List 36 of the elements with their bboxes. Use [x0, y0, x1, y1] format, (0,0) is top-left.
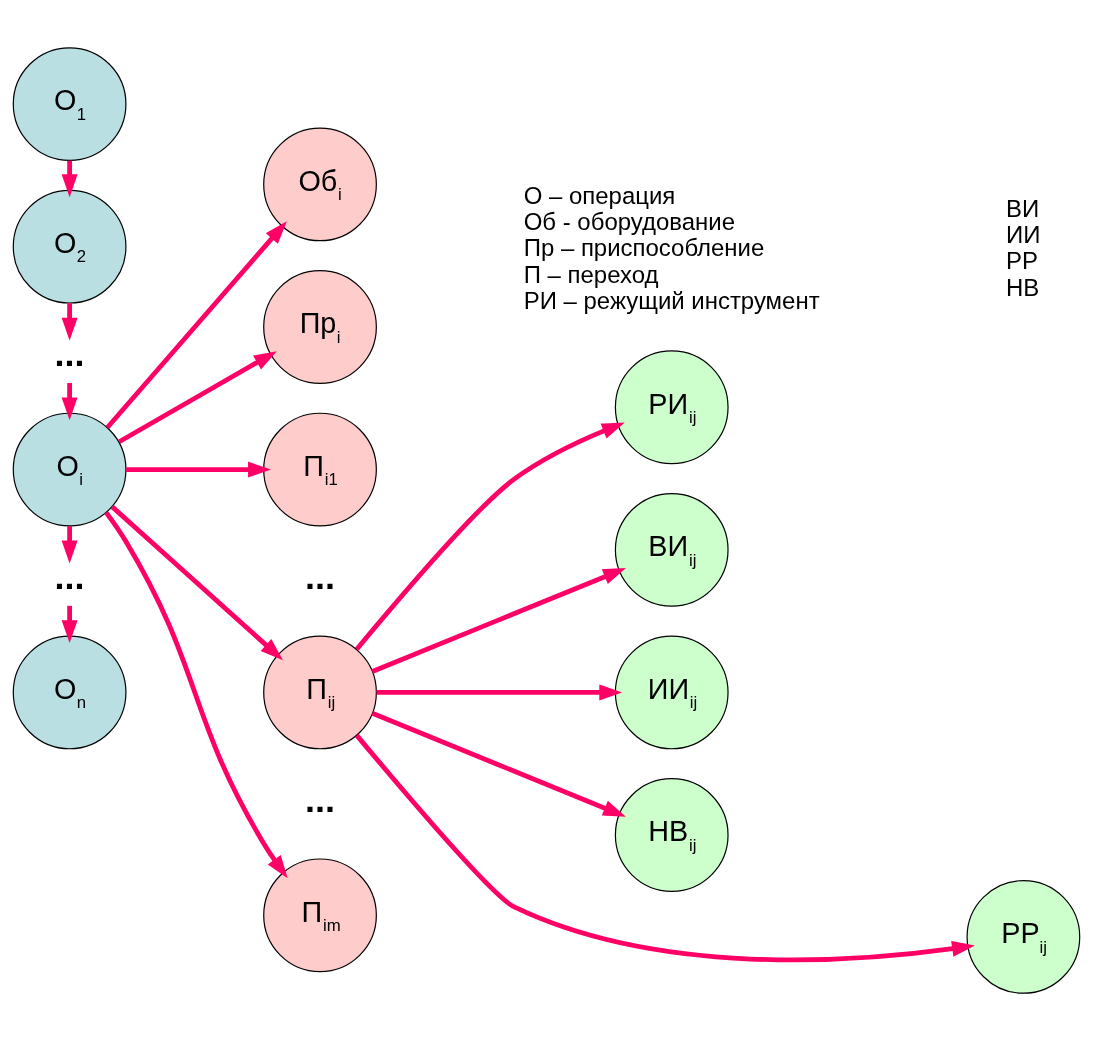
node-circle: ИИ$_{ij}$ — [614, 635, 729, 749]
node-circle: П$_{ij}$ — [263, 635, 377, 749]
label: ИИ — [1006, 220, 1041, 248]
node-circle: РР$_{ij}$ — [966, 879, 1081, 994]
node-circle: ВИ$_{ij}$ — [614, 492, 729, 607]
arrow — [371, 710, 626, 817]
arrow — [61, 302, 78, 341]
node-circle: О$_{1}$ — [12, 46, 127, 161]
label: ... — [305, 778, 336, 820]
node-circle: НВ$_{ij}$ — [614, 777, 729, 892]
arrow — [354, 733, 975, 962]
arrow — [371, 567, 626, 674]
arrow — [354, 422, 625, 651]
node-circle: О$_{i}$ — [12, 412, 127, 526]
node-circle: О$_{2}$ — [12, 189, 127, 304]
label: ... — [305, 555, 336, 597]
node-circle: О$_{n}$ — [12, 635, 127, 749]
node-text: ... — [54, 332, 85, 374]
node-circle: П$_{im}$ — [263, 857, 377, 972]
arrow — [376, 683, 623, 700]
node-circle: П$_{i1}$ — [263, 412, 377, 526]
node-text: ... — [54, 555, 85, 597]
arrow — [118, 350, 277, 444]
label: О – операция — [523, 181, 676, 209]
arrow — [126, 461, 271, 478]
node-circle: РИ$_{ij}$ — [614, 349, 729, 464]
label: РР — [1006, 246, 1038, 274]
label: ВИ — [1006, 194, 1040, 222]
node-circle: Пр$_{i}$ — [263, 269, 377, 384]
node-circle: Об$_{i}$ — [263, 127, 377, 241]
arrow — [105, 220, 287, 429]
label: П – переход — [523, 260, 659, 288]
arrow — [61, 525, 78, 563]
arrow — [104, 510, 288, 878]
label: НВ — [1006, 273, 1040, 301]
arrow — [110, 504, 283, 660]
